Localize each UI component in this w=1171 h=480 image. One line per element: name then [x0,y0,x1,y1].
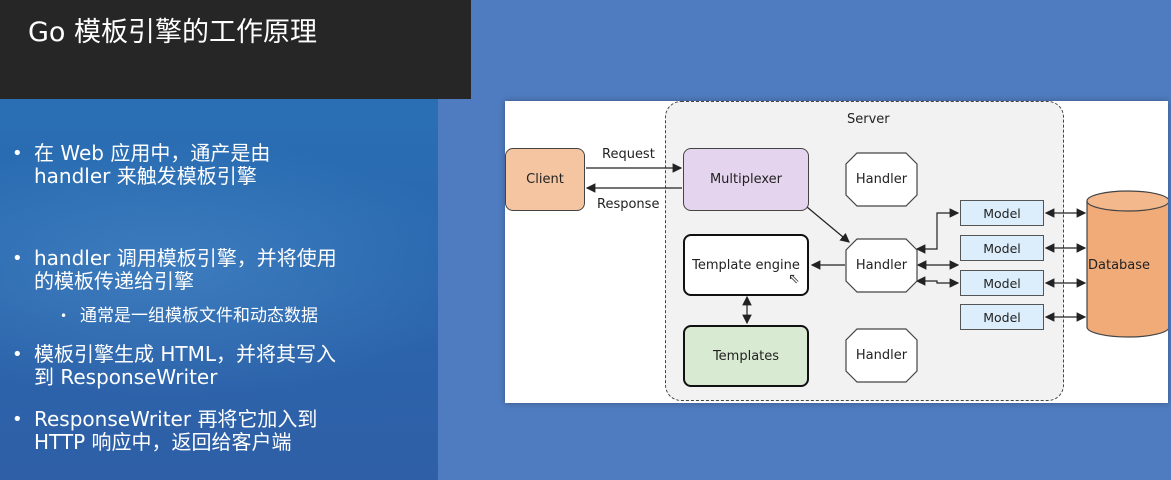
octagon-shape [845,238,918,293]
database-label: Database [1088,258,1151,273]
architecture-diagram: Server Request [505,101,1168,403]
bullet-dot-icon: • [12,344,23,365]
slide-title: Go 模板引擎的工作原理 [28,17,318,48]
handler-node-top: Handler [845,152,918,207]
bullet-2-line-2: 的模板传递给引擎 [34,269,194,293]
template-engine-node: Template engine [683,234,809,296]
multiplexer-node: Multiplexer [683,148,809,211]
model-node-4: Model [960,304,1044,330]
bullet-4-line-2: HTTP 响应中，返回给客户端 [34,430,292,454]
title-bar: Go 模板引擎的工作原理 [0,0,471,99]
handler-label: Handler [855,172,908,187]
octagon-shape [845,152,918,207]
bullet-4-line-1: ResponseWriter 再将它加入到 [34,407,318,431]
sub-bullet-text: 通常是一组模板文件和动态数据 [80,306,318,326]
database-cylinder [1086,190,1168,338]
request-label: Request [602,147,655,162]
bullet-panel: • 在 Web 应用中，通产是由 handler 来触发模板引擎 • handl… [0,99,438,480]
response-label: Response [597,197,660,212]
handler-model-3-arrow [915,276,960,288]
bullet-1-line-2: handler 来触发模板引擎 [34,164,257,188]
handler-model-1-arrow [915,208,960,254]
bullet-2-line-1: handler 调用模板引擎，并将使用 [34,246,337,270]
templates-node: Templates [683,325,809,387]
model-node-1: Model [960,200,1044,226]
bullet-dot-icon: • [12,143,23,164]
client-node: Client [505,148,585,211]
mouse-pointer-icon: ⇖ [788,271,800,287]
handler-node-middle: Handler [845,238,918,293]
bullet-1-line-1: 在 Web 应用中，通产是由 [34,141,271,165]
octagon-shape [845,328,918,383]
bullet-3-line-2: 到 ResponseWriter [34,365,218,389]
model-node-3: Model [960,270,1044,296]
sub-bullet-dot-icon: • [60,309,68,323]
handler-node-bottom: Handler [845,328,918,383]
bullet-dot-icon: • [12,409,23,430]
multiplexer-handler-arrow [806,206,850,243]
connector-layer [585,163,1168,338]
model-node-2: Model [960,235,1044,261]
handler-label: Handler [855,258,908,273]
bullet-3-line-1: 模板引擎生成 HTML，并将其写入 [34,342,337,366]
server-label: Server [847,112,890,127]
handler-label: Handler [855,348,908,363]
bullet-dot-icon: • [12,248,23,269]
